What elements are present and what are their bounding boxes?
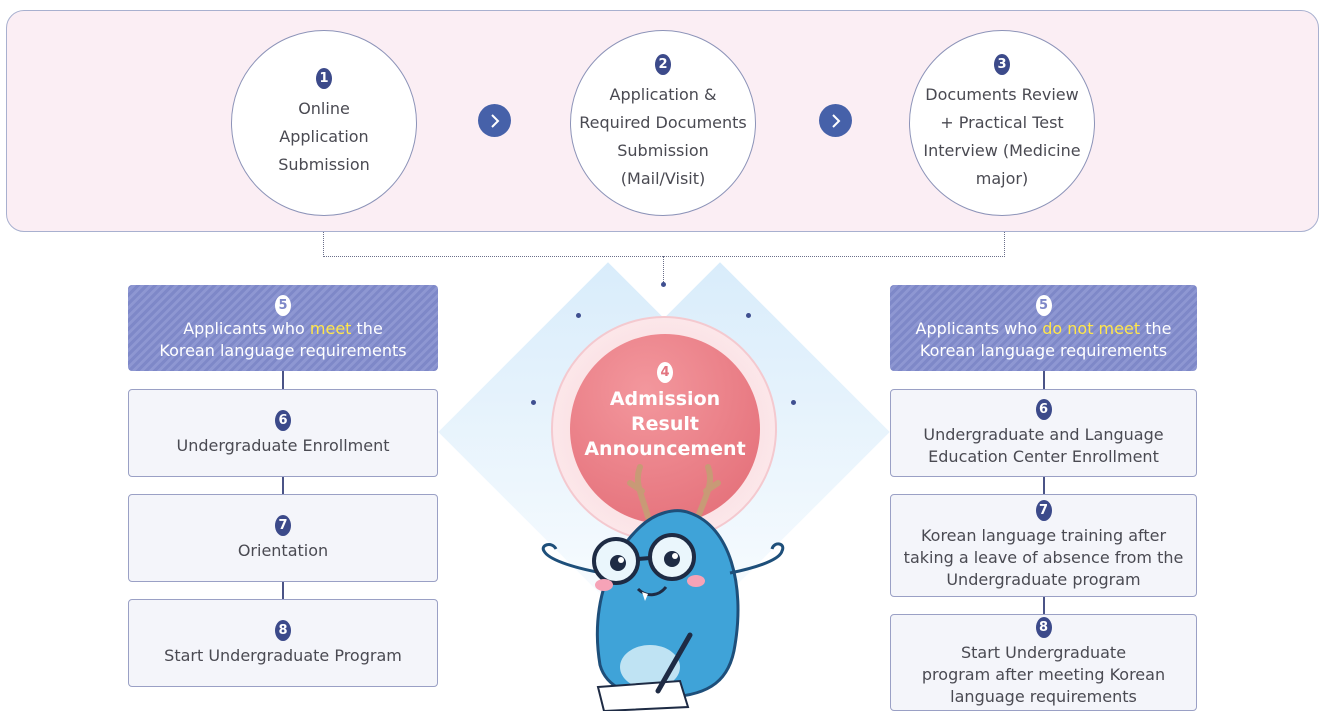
step-1-circle: 1 Online Application Submission xyxy=(231,30,417,216)
meet-step-8: 8 Start Undergraduate Program xyxy=(128,599,438,687)
chevron-right-icon xyxy=(478,104,511,137)
step-1-line: Application xyxy=(279,126,369,146)
step-6-badge: 6 xyxy=(275,409,291,431)
step-3-badge: 3 xyxy=(994,53,1010,75)
step-2-line: Required Documents xyxy=(579,112,747,132)
step-2-line: (Mail/Visit) xyxy=(620,168,706,188)
step-1-line: Online xyxy=(298,98,350,118)
decor-dot xyxy=(576,313,581,318)
connector-line xyxy=(282,371,284,389)
meet-header-text: the xyxy=(351,318,383,338)
not-meet-step-7-line: Korean language training after xyxy=(920,526,1167,545)
meet-step-7: 7 Orientation xyxy=(128,494,438,582)
vertical-connector xyxy=(663,256,664,284)
step-3-line: Interview (Medicine xyxy=(923,140,1081,160)
not-meet-step-6-line: Education Center Enrollment xyxy=(928,446,1159,466)
not-meet-header: 5 Applicants who do not meet the Korean … xyxy=(890,285,1197,371)
result-line: Admission Result xyxy=(609,388,721,435)
step-2-line: Application & xyxy=(609,84,717,104)
not-meet-step-6: 6 Undergraduate and Language Education C… xyxy=(890,389,1197,477)
not-meet-step-7-line: Undergraduate program xyxy=(946,570,1141,589)
step-1-badge: 1 xyxy=(316,67,332,89)
meet-step-6: 6 Undergraduate Enrollment xyxy=(128,389,438,477)
decor-dot xyxy=(661,282,666,287)
step-6-badge: 6 xyxy=(1035,398,1052,420)
result-line: Announcement xyxy=(584,438,746,460)
not-meet-highlight: do not meet xyxy=(1042,318,1141,338)
connector-line xyxy=(1043,477,1045,494)
step-3-circle: 3 Documents Review + Practical Test Inte… xyxy=(909,30,1095,216)
not-meet-header-text: the xyxy=(1140,318,1172,338)
step-5-badge: 5 xyxy=(1035,294,1052,316)
chevron-right-icon xyxy=(819,104,852,137)
not-meet-step-7: 7 Korean language training after taking … xyxy=(890,494,1197,597)
step-2-circle: 2 Application & Required Documents Submi… xyxy=(570,30,756,216)
connector-line xyxy=(1043,597,1045,614)
decor-dot xyxy=(746,313,751,318)
step-5-badge: 5 xyxy=(275,294,291,316)
step-8-badge: 8 xyxy=(1035,617,1052,638)
not-meet-header-line2: Korean language requirements xyxy=(919,340,1168,360)
meet-step-7-text: Orientation xyxy=(237,540,329,560)
step-3-line: major) xyxy=(975,168,1029,188)
meet-header-text: Applicants who xyxy=(183,318,310,338)
not-meet-step-8-line: Start Undergraduate xyxy=(960,643,1127,662)
not-meet-step-8: 8 Start Undergraduate program after meet… xyxy=(890,614,1197,711)
meet-step-6-text: Undergraduate Enrollment xyxy=(176,435,390,455)
step-4-badge: 4 xyxy=(657,362,673,383)
connector-line xyxy=(282,582,284,599)
step-3-line: Documents Review xyxy=(925,84,1079,104)
not-meet-step-8-line: language requirements xyxy=(950,687,1137,706)
not-meet-header-text: Applicants who xyxy=(915,318,1043,338)
step-8-badge: 8 xyxy=(275,619,291,641)
step-3-line: + Practical Test xyxy=(940,112,1064,132)
step-2-line: Submission xyxy=(617,140,709,160)
meet-header-line2: Korean language requirements xyxy=(159,340,407,360)
step-7-badge: 7 xyxy=(275,514,291,536)
meet-header: 5 Applicants who meet the Korean languag… xyxy=(128,285,438,371)
decor-dot xyxy=(791,400,796,405)
meet-highlight: meet xyxy=(309,318,352,338)
step-2-badge: 2 xyxy=(655,53,671,75)
not-meet-step-7-line: taking a leave of absence from the xyxy=(903,548,1184,567)
meet-step-8-text: Start Undergraduate Program xyxy=(164,645,402,665)
not-meet-step-8-line: program after meeting Korean xyxy=(921,665,1166,684)
admission-result-circle: 4 Admission Result Announcement xyxy=(570,334,760,524)
connector-line xyxy=(1043,371,1045,389)
not-meet-step-6-line: Undergraduate and Language xyxy=(923,424,1164,444)
step-1-line: Submission xyxy=(278,154,370,174)
dragon-mascot-illustration xyxy=(541,464,785,711)
bracket-connector xyxy=(323,232,1005,257)
connector-line xyxy=(282,477,284,494)
decor-dot xyxy=(531,400,536,405)
step-7-badge: 7 xyxy=(1035,500,1052,521)
